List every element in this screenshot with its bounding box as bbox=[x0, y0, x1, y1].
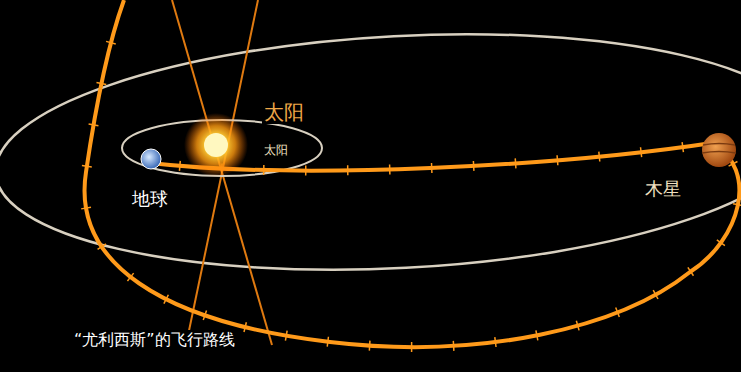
earth bbox=[141, 149, 161, 169]
path-tick bbox=[89, 124, 99, 126]
path-tick bbox=[576, 321, 579, 331]
caption: “尤利西斯”的飞行路线 bbox=[72, 330, 237, 349]
path-tick bbox=[203, 311, 206, 320]
path-tick bbox=[641, 147, 642, 157]
path-tick bbox=[347, 165, 349, 175]
sun-label: 太阳 bbox=[262, 100, 306, 124]
path-tick bbox=[536, 330, 538, 340]
path-tick bbox=[453, 341, 455, 351]
path-tick bbox=[98, 244, 106, 250]
sun-label: 太阳 bbox=[262, 143, 290, 157]
path-tick bbox=[431, 163, 433, 173]
path-tick bbox=[82, 166, 92, 167]
earth-label: 地球 bbox=[130, 188, 170, 210]
plane-line bbox=[172, 0, 272, 345]
path-tick bbox=[96, 83, 106, 85]
path-tick bbox=[106, 41, 116, 44]
path-tick bbox=[369, 341, 371, 351]
path-tick bbox=[263, 165, 265, 175]
path-ticks bbox=[81, 41, 741, 352]
path-tick bbox=[305, 166, 307, 176]
sun bbox=[184, 113, 248, 177]
sun-core bbox=[204, 133, 228, 157]
jupiter-bands bbox=[702, 144, 736, 154]
flight-path bbox=[85, 0, 740, 347]
path-tick bbox=[389, 164, 391, 174]
path-tick bbox=[688, 267, 694, 275]
path-tick bbox=[179, 161, 181, 171]
path-tick bbox=[327, 337, 328, 347]
path-tick bbox=[164, 295, 168, 304]
path-tick bbox=[733, 204, 741, 206]
path-tick bbox=[285, 331, 287, 341]
path-tick bbox=[495, 337, 496, 347]
path-tick bbox=[717, 240, 725, 246]
path-tick bbox=[244, 322, 246, 332]
path-tick bbox=[653, 290, 658, 299]
path-tick bbox=[682, 142, 683, 152]
jupiter-orbit bbox=[0, 15, 741, 289]
path-tick bbox=[473, 161, 475, 171]
path-tick bbox=[598, 152, 600, 162]
path-tick bbox=[127, 273, 133, 281]
path-tick bbox=[411, 342, 413, 352]
path-tick bbox=[81, 207, 91, 209]
path-tick bbox=[514, 158, 516, 168]
jupiter-label: 木星 bbox=[643, 178, 683, 200]
path-tick bbox=[616, 308, 620, 317]
jupiter bbox=[702, 133, 736, 167]
path-tick bbox=[556, 155, 558, 165]
